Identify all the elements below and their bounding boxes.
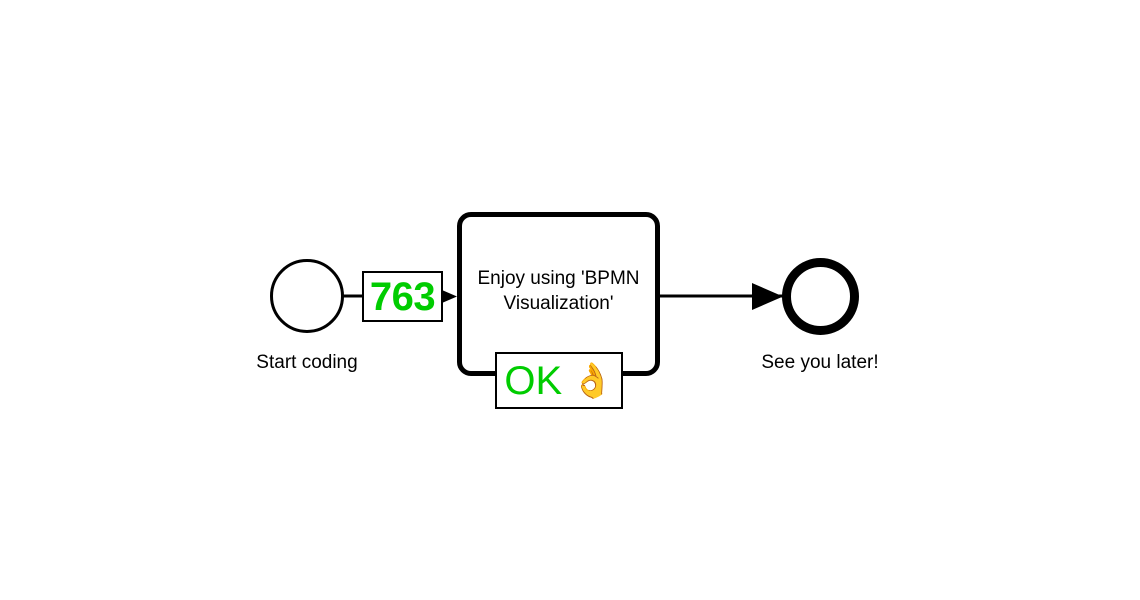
end-event-label: See you later! xyxy=(761,352,879,373)
start-event-shape[interactable] xyxy=(270,259,344,333)
sequence-flow-task-to-end[interactable] xyxy=(660,283,783,310)
task-label: Enjoy using 'BPMN Visualization' xyxy=(477,268,640,314)
ok-overlay-text: OK xyxy=(504,358,563,403)
task-shape[interactable]: Enjoy using 'BPMN Visualization' xyxy=(457,212,660,376)
ok-overlay-badge[interactable]: OK 👌 xyxy=(495,352,623,409)
counter-overlay-badge[interactable]: 763 xyxy=(362,271,443,322)
end-event-shape[interactable] xyxy=(782,258,859,335)
counter-overlay-text: 763 xyxy=(369,274,436,319)
start-event-label: Start coding xyxy=(256,352,358,373)
ok-hand-icon: 👌 xyxy=(571,360,614,401)
